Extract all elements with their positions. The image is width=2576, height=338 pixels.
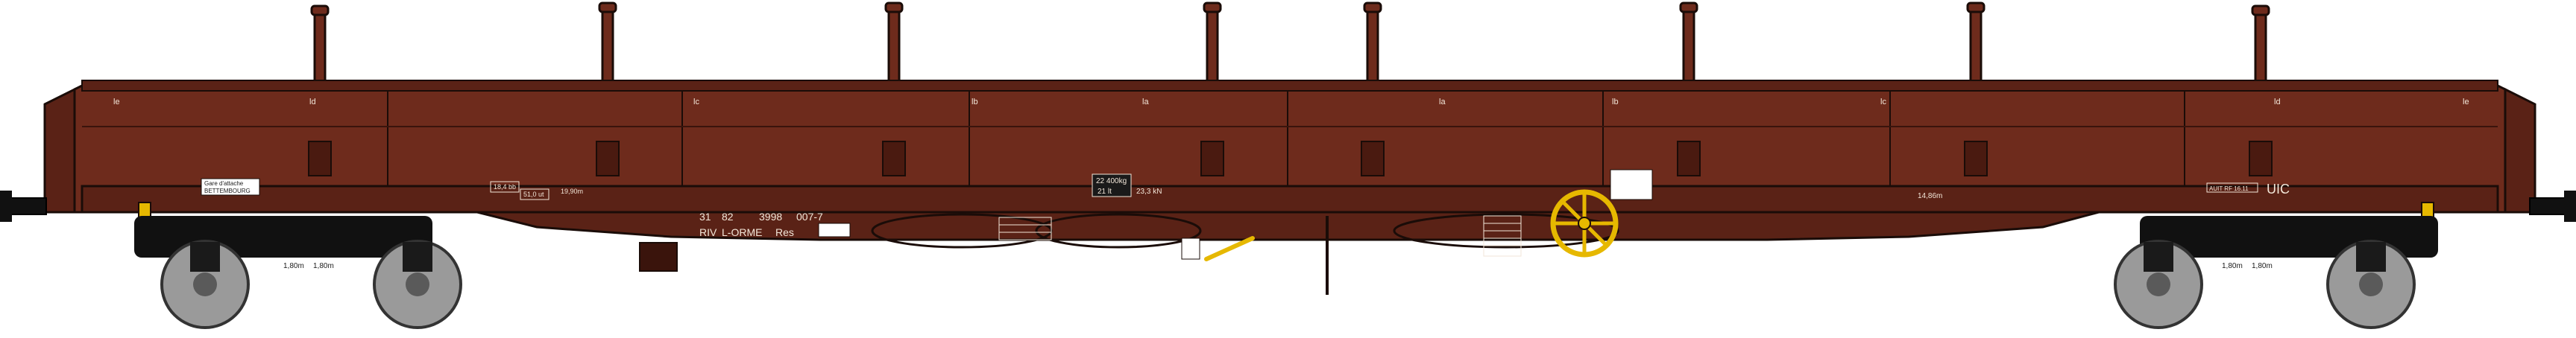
wagon-number-part: 3998 xyxy=(759,211,782,223)
uic-label: UIC xyxy=(2267,182,2290,197)
length-left: 19,90m xyxy=(561,188,583,195)
vent-grille xyxy=(639,242,678,272)
bogie-right: 1,80m 1,80m xyxy=(2114,216,2438,329)
buffer-right xyxy=(2529,197,2568,215)
panel-letter: ld xyxy=(309,98,316,106)
home-station-line2: BETTEMBOURG xyxy=(204,188,251,194)
fish-belly-frame xyxy=(476,211,2100,241)
stake-pockets xyxy=(308,141,2273,176)
panel-letter: le xyxy=(2463,98,2469,106)
panel-letter: la xyxy=(1142,98,1149,106)
wheel-hub xyxy=(406,272,429,296)
end-left xyxy=(43,87,76,214)
panel-dividers xyxy=(387,91,2185,186)
underframe-ovals xyxy=(871,213,1619,249)
tare-bottom: 21 lt xyxy=(1098,188,1112,196)
axlebox xyxy=(190,242,220,272)
buffer-left xyxy=(8,197,47,215)
bogie-dimension: 1,80m xyxy=(313,262,334,270)
brake-settings-panel xyxy=(998,217,1052,240)
brake-lever-handle xyxy=(1204,236,1255,261)
buffer-right-head xyxy=(2564,191,2576,222)
end-right xyxy=(2504,87,2536,214)
panel-letter: lb xyxy=(1612,98,1619,106)
wagon-number-part: 007-7 xyxy=(796,211,823,223)
panel-letters: le ld lc lb la la lb lc ld le xyxy=(113,98,2469,106)
axlebox xyxy=(403,242,432,272)
bogie-dimension: 1,80m xyxy=(2252,262,2273,270)
revision-box xyxy=(2206,182,2258,193)
buffer-left-head xyxy=(0,191,12,222)
length-right: 14,86m xyxy=(1918,192,1942,200)
wheel-hub xyxy=(2147,272,2170,296)
panel-letter: ld xyxy=(2274,98,2281,106)
top-rim xyxy=(81,80,2498,92)
panel-letter: le xyxy=(113,98,120,106)
bogie-dimension: 1,80m xyxy=(2222,262,2243,270)
load-limit-2: 51,0 ut xyxy=(523,191,544,198)
wagon-class-part: L-ORME xyxy=(722,226,762,238)
axlebox xyxy=(2144,242,2173,272)
brake-equipment xyxy=(1181,189,1619,295)
handwheel-hub xyxy=(1578,217,1591,230)
wagon-class-part: Res xyxy=(775,226,794,238)
tare-top: 22 400kg xyxy=(1096,177,1127,185)
owner-logo xyxy=(818,223,851,237)
revision-text: AUIT RF 16.11 xyxy=(2209,185,2249,192)
brake-lever-plate xyxy=(1181,237,1200,260)
data-panel xyxy=(1483,215,1522,257)
load-limit-1: 18,4 bb xyxy=(494,183,516,191)
wagon-number-part: 82 xyxy=(722,211,734,223)
load-limit-box-1 xyxy=(490,181,520,193)
wagon-body xyxy=(43,80,2536,241)
wagon-class-part: RIV xyxy=(699,226,717,238)
bogie-dimension: 1,80m xyxy=(283,262,304,270)
sole-bar xyxy=(81,185,2499,214)
wheel-hub xyxy=(193,272,217,296)
wagon-number-part: 31 xyxy=(699,211,711,223)
info-plate xyxy=(1610,169,1653,200)
wheel-hub xyxy=(2359,272,2383,296)
panel-letter: lc xyxy=(693,98,699,106)
panel-letter: la xyxy=(1439,98,1446,106)
panel-letter: lc xyxy=(1880,98,1886,106)
panel-letter: lb xyxy=(971,98,978,106)
axlebox xyxy=(2356,242,2386,272)
home-station-box xyxy=(201,178,260,196)
load-limit-box-2 xyxy=(520,188,549,200)
markings: Gare d'attache BETTEMBOURG 18,4 bb 51,0 … xyxy=(201,169,2290,272)
bogie-left: 1,80m 1,80m xyxy=(134,216,462,329)
home-station-line1: Gare d'attache xyxy=(204,180,244,187)
tare-box xyxy=(1092,173,1132,197)
brake-force: 23,3 kN xyxy=(1136,188,1162,196)
